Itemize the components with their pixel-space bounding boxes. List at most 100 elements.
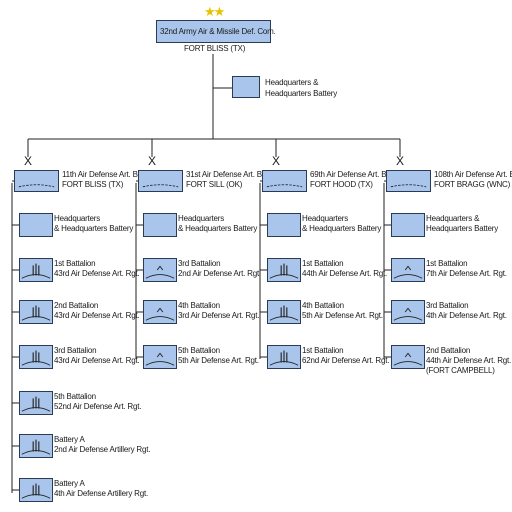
patriot-missile-icon [21, 263, 51, 279]
unit-box[interactable] [391, 345, 425, 369]
unit-name: 3rd Battalion [426, 301, 469, 310]
unit-name: Headquarters & [426, 214, 480, 223]
brigade-air-defense-icon [18, 184, 55, 188]
unit-regiment: 2nd Air Defense Artillery Rgt. [54, 445, 151, 454]
unit-box[interactable] [143, 258, 177, 282]
brigade-box[interactable] [262, 170, 307, 192]
unit-box[interactable] [19, 345, 53, 369]
unit-box[interactable] [143, 300, 177, 324]
brigade-air-defense-icon [266, 184, 303, 188]
air-defense-dome-icon [145, 307, 175, 321]
headquarters-icon [144, 214, 176, 236]
brigade-echelon-mark: X [396, 154, 405, 168]
patriot-missile-icon [269, 263, 299, 279]
brigade-air-defense-icon [390, 184, 427, 188]
unit-regiment: & Headquarters Battery [178, 224, 258, 233]
unit-regiment: 5th Air Defense Art. Rgt. [178, 356, 259, 365]
unit-box[interactable] [267, 300, 301, 324]
unit-regiment: 2nd Air Defense Art. Rgt. [178, 269, 262, 278]
brigade-box[interactable] [138, 170, 183, 192]
unit-box[interactable] [19, 391, 53, 415]
air-defense-dome-icon [393, 352, 423, 366]
unit-regiment: 43rd Air Defense Art. Rgt. [54, 356, 140, 365]
unit-regiment: 44th Air Defense Art. Rgt. [426, 356, 512, 365]
unit-box[interactable] [267, 345, 301, 369]
unit-box[interactable] [19, 258, 53, 282]
brigade-name: 31st Air Defense Art. Brig. [186, 170, 273, 179]
unit-regiment: 4th Air Defense Artillery Rgt. [54, 489, 149, 498]
brigade-echelon-mark: X [148, 154, 157, 168]
headquarters-icon [392, 214, 424, 236]
unit-regiment: & Headquarters Battery [302, 224, 382, 233]
unit-box[interactable] [391, 300, 425, 324]
unit-name: 4th Battalion [302, 301, 344, 310]
unit-name: Headquarters [302, 214, 349, 223]
unit-regiment: 3rd Air Defense Art. Rgt. [178, 311, 260, 320]
patriot-missile-icon [21, 439, 51, 455]
unit-name: 3rd Battalion [54, 346, 97, 355]
command-hq-box[interactable] [232, 76, 260, 98]
unit-box[interactable] [19, 434, 53, 458]
unit-box[interactable] [391, 258, 425, 282]
brigade-location: FORT BLISS (TX) [62, 180, 124, 189]
brigade-location: FORT BRAGG (WNC) [434, 180, 511, 189]
patriot-missile-icon [21, 483, 51, 499]
unit-regiment: 43rd Air Defense Art. Rgt. [54, 311, 140, 320]
unit-name: Headquarters [54, 214, 101, 223]
unit-box[interactable] [19, 300, 53, 324]
brigade-name: 69th Air Defense Art. Brig. [310, 170, 397, 179]
brigade-box[interactable] [386, 170, 431, 192]
unit-regiment: 4th Air Defense Art. Rgt. [426, 311, 507, 320]
brigade-location: FORT HOOD (TX) [310, 180, 373, 189]
unit-box[interactable] [267, 258, 301, 282]
unit-regiment: 7th Air Defense Art. Rgt. [426, 269, 507, 278]
unit-name: 1st Battalion [426, 259, 468, 268]
brigade-echelon-mark: X [272, 154, 281, 168]
unit-name: 2nd Battalion [426, 346, 471, 355]
unit-box[interactable] [391, 213, 425, 237]
air-defense-dome-icon [145, 265, 175, 279]
unit-name: Battery A [54, 479, 85, 488]
unit-box[interactable] [267, 213, 301, 237]
unit-name: 4th Battalion [178, 301, 220, 310]
air-defense-dome-icon [145, 352, 175, 366]
headquarters-icon [20, 214, 52, 236]
unit-regiment: 5th Air Defense Art. Rgt. [302, 311, 383, 320]
brigade-name: 108th Air Defense Art. Brig. [434, 170, 512, 179]
brigade-air-defense-icon [142, 184, 179, 188]
unit-name: 5th Battalion [178, 346, 220, 355]
unit-name: 5th Battalion [54, 392, 96, 401]
command-hq-label-line2: Headquarters Battery [265, 89, 338, 98]
air-defense-dome-icon [393, 307, 423, 321]
unit-box[interactable] [19, 213, 53, 237]
command-box[interactable]: 32nd Army Air & Missile Def. Com. [156, 20, 276, 43]
unit-regiment: & Headquarters Battery [54, 224, 134, 233]
air-defense-dome-icon [393, 265, 423, 279]
unit-box[interactable] [143, 345, 177, 369]
brigade-name: 11th Air Defense Art. Brig. [62, 170, 149, 179]
patriot-missile-icon [21, 305, 51, 321]
unit-regiment: 43rd Air Defense Art. Rgt. [54, 269, 140, 278]
patriot-missile-icon [269, 305, 299, 321]
unit-name: 1st Battalion [302, 346, 344, 355]
unit-box[interactable] [19, 478, 53, 502]
command-name: 32nd Army Air & Missile Def. Com. [160, 27, 276, 36]
unit-name: Headquarters [178, 214, 225, 223]
brigade-location: FORT SILL (OK) [186, 180, 243, 189]
unit-name: Battery A [54, 435, 85, 444]
unit-regiment: 52nd Air Defense Art. Rgt. [54, 402, 142, 411]
unit-regiment: 62nd Air Defense Art. Rgt. [302, 356, 390, 365]
brigade-echelon-mark: X [24, 154, 33, 168]
unit-regiment: 44th Air Defense Art. Rgt. [302, 269, 388, 278]
patriot-missile-icon [21, 350, 51, 366]
patriot-missile-icon [21, 396, 51, 412]
headquarters-icon [268, 214, 300, 236]
command-location: FORT BLISS (TX) [184, 44, 246, 53]
brigade-box[interactable] [14, 170, 59, 192]
unit-name: 1st Battalion [302, 259, 344, 268]
unit-location: (FORT CAMPBELL) [426, 366, 495, 375]
unit-name: 2nd Battalion [54, 301, 99, 310]
unit-box[interactable] [143, 213, 177, 237]
unit-name: 1st Battalion [54, 259, 96, 268]
